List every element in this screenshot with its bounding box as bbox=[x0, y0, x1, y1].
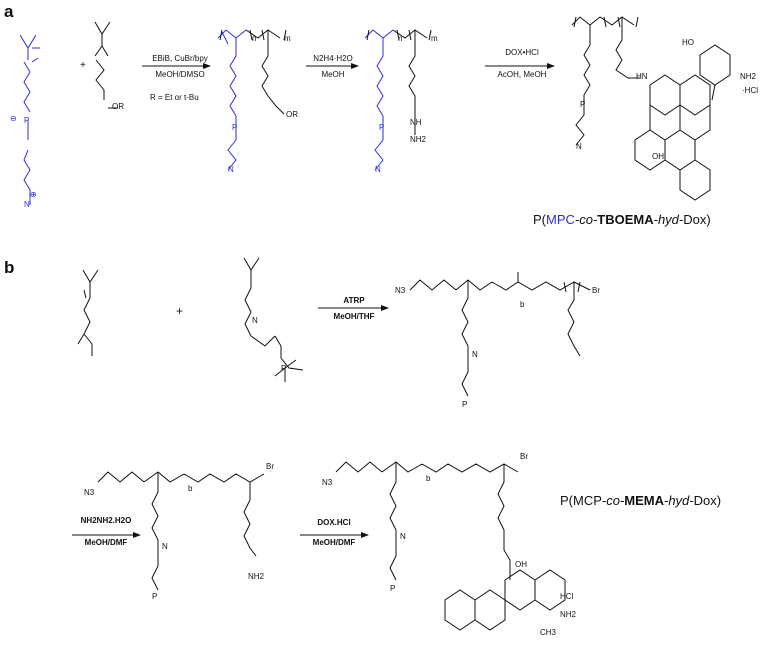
step-b1-bottom: MeOH/THF bbox=[333, 312, 375, 321]
sub-n-p1: n bbox=[252, 34, 257, 43]
polymer-2 bbox=[364, 29, 432, 171]
atom-nh2-b3: NH2 bbox=[560, 610, 577, 619]
step-b1-top: ATRP bbox=[343, 296, 365, 305]
plus-sign-b: + bbox=[176, 304, 184, 318]
atom-n-b1: N bbox=[472, 350, 478, 359]
atom-n3-b3: N3 bbox=[322, 478, 333, 487]
atom-n-p3: N bbox=[576, 142, 582, 151]
atom-n-p1: N bbox=[228, 165, 234, 174]
atom-nh-p2: NH bbox=[410, 118, 422, 127]
atom-n3-b2: N3 bbox=[84, 488, 95, 497]
atom-nh2-b2: NH2 bbox=[248, 572, 265, 581]
product-name-b: P(MCP-co-MEMA-hyd-Dox) bbox=[560, 493, 722, 508]
sub-n-p2: n bbox=[398, 34, 403, 43]
atom-p-p3: P bbox=[580, 100, 586, 109]
atom-nh2-p3: NH2 bbox=[740, 72, 757, 81]
block-copolymer-1 bbox=[409, 272, 591, 397]
atom-n-mono-b: N bbox=[252, 316, 258, 325]
atom-or-a: OR bbox=[112, 102, 124, 111]
atom-oh-p3: OH bbox=[652, 152, 664, 161]
mpc-monomer-b bbox=[243, 257, 304, 382]
atom-n-b2: N bbox=[162, 542, 168, 551]
atom-ch3-b3: CH3 bbox=[540, 628, 557, 637]
atom-p-b2: P bbox=[152, 592, 158, 601]
step-a1-top: EBiB, CuBr/bpy bbox=[152, 54, 208, 63]
block-copolymer-2 bbox=[97, 471, 265, 591]
step-a3-top: DOX•HCl bbox=[505, 48, 539, 57]
ester-monomer bbox=[94, 21, 118, 109]
polymer-1 bbox=[217, 29, 287, 171]
mpc-monomer bbox=[19, 34, 40, 205]
atom-oplus-a: ⊕ bbox=[30, 190, 37, 199]
step-b2-top: NH2NH2.H2O bbox=[80, 516, 132, 525]
atom-b-b1: b bbox=[520, 300, 525, 309]
atom-hcl-b3: HCl bbox=[560, 592, 574, 601]
step-b3-bottom: MeOH/DMF bbox=[312, 538, 356, 547]
atom-p-p1: P bbox=[232, 123, 238, 132]
atom-p-a: P bbox=[24, 116, 30, 125]
atom-p-p2: P bbox=[379, 123, 385, 132]
step-b3-top: DOX.HCl bbox=[317, 518, 351, 527]
atom-n3-b1: N3 bbox=[395, 286, 406, 295]
mema-monomer bbox=[77, 269, 99, 356]
polymer-3 bbox=[571, 16, 731, 201]
plus-sign-a: + bbox=[80, 60, 86, 71]
atom-b-b3: b bbox=[426, 474, 431, 483]
sub-m-p1: m bbox=[284, 34, 291, 43]
step-a2-top: N2H4·H2O bbox=[313, 54, 353, 63]
atom-ominus-a: ⊖ bbox=[10, 114, 17, 123]
panel-label-b: b bbox=[4, 258, 15, 277]
atom-or-p1: OR bbox=[286, 110, 298, 119]
atom-ho-p3: HO bbox=[682, 38, 694, 47]
atom-n-a: N bbox=[24, 200, 30, 209]
atom-n-p2: N bbox=[375, 165, 381, 174]
atom-p-mono-b: P bbox=[281, 364, 287, 373]
step-a2-bottom: MeOH bbox=[321, 70, 345, 79]
atom-br-b2: Br bbox=[266, 462, 274, 471]
atom-p-b1: P bbox=[462, 400, 468, 409]
atom-br-b3: Br bbox=[520, 452, 528, 461]
atom-p-b3: P bbox=[390, 584, 396, 593]
atom-b-b2: b bbox=[188, 484, 193, 493]
step-a1-bottom: MeOH/DMSO bbox=[155, 70, 205, 79]
r-group-definition: R = Et or t-Bu bbox=[150, 93, 199, 102]
atom-br-b1: Br bbox=[592, 286, 600, 295]
atom-oh-b3: OH bbox=[515, 560, 527, 569]
atom-hcl-p3: ·HCl bbox=[742, 86, 758, 95]
step-b2-bottom: MeOH/DMF bbox=[84, 538, 128, 547]
panel-label-a: a bbox=[4, 2, 14, 21]
step-a3-bottom: AcOH, MeOH bbox=[497, 70, 547, 79]
product-name-a: P(MPC-co-TBOEMA-hyd-Dox) bbox=[533, 212, 711, 227]
sub-m-p2: m bbox=[431, 34, 438, 43]
block-copolymer-3 bbox=[335, 461, 566, 631]
atom-nh2-p2: NH2 bbox=[410, 135, 427, 144]
atom-hn-p3: HN bbox=[636, 72, 648, 81]
atom-n-b3: N bbox=[400, 532, 406, 541]
